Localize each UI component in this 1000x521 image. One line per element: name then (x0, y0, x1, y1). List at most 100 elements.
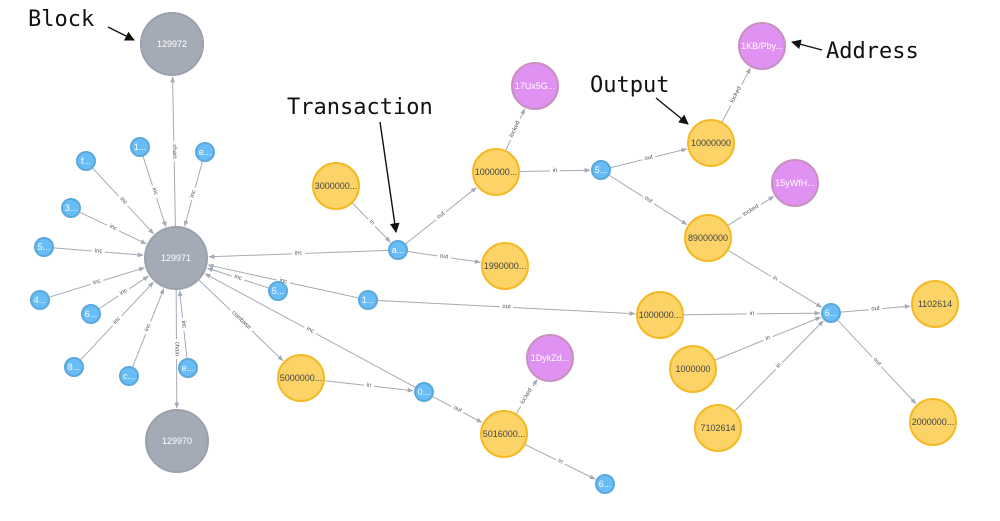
address-circle[interactable] (526, 334, 574, 382)
output-node[interactable]: 3000000... (312, 162, 360, 210)
tx-node[interactable]: c... (119, 366, 139, 386)
tx-circle[interactable] (591, 160, 611, 180)
edge-o2-t14: in (519, 166, 591, 175)
tx-node[interactable]: 6... (595, 474, 615, 494)
tx-circle[interactable] (178, 358, 198, 378)
output-circle[interactable] (684, 214, 732, 262)
output-node[interactable]: 1000000 (669, 345, 717, 393)
output-node[interactable]: 2000000... (909, 398, 957, 446)
tx-circle[interactable] (64, 357, 84, 377)
tx-node[interactable]: e... (178, 358, 198, 378)
edge-label: inc (150, 187, 158, 196)
output-node[interactable]: 10000000 (687, 119, 735, 167)
edge-o6-t17: in (683, 309, 821, 318)
block-node[interactable]: 129970 (145, 409, 209, 473)
edge-label-bg (640, 193, 656, 207)
tx-node[interactable]: a... (388, 240, 408, 260)
address-node[interactable]: 15yWfH... (771, 159, 819, 207)
tx-circle[interactable] (61, 198, 81, 218)
output-label: 5016000... (483, 429, 526, 439)
output-circle[interactable] (480, 410, 528, 458)
tx-node[interactable]: 5... (268, 281, 288, 301)
tx-circle[interactable] (30, 290, 50, 310)
output-circle[interactable] (687, 119, 735, 167)
output-node[interactable]: 1000000... (636, 291, 684, 339)
block-circle[interactable] (144, 226, 208, 290)
tx-circle[interactable] (414, 382, 434, 402)
tx-circle[interactable] (81, 304, 101, 324)
tx-circle[interactable] (268, 281, 288, 301)
tx-node[interactable]: e... (195, 142, 215, 162)
output-circle[interactable] (909, 398, 957, 446)
edge-label: out (452, 405, 462, 414)
edge-label-bg (105, 221, 121, 235)
tx-label: 5... (595, 165, 608, 175)
tx-node[interactable]: f... (76, 151, 96, 171)
edge-label-bg (116, 285, 132, 300)
edge-label: inc (118, 196, 128, 206)
address-node[interactable]: 17Ux5G... (511, 62, 559, 110)
tx-circle[interactable] (358, 290, 378, 310)
output-circle[interactable] (694, 404, 742, 452)
tx-node[interactable]: 0... (414, 382, 434, 402)
callout-address: Address (826, 39, 919, 64)
address-node[interactable]: 1KB/Pby... (738, 22, 786, 70)
tx-node[interactable]: 6... (81, 304, 101, 324)
tx-node[interactable]: 4... (30, 290, 50, 310)
tx-node[interactable]: 1... (130, 137, 150, 157)
edge-t1-b2: inc (142, 156, 167, 228)
output-circle[interactable] (472, 148, 520, 196)
tx-node[interactable]: 5... (34, 237, 54, 257)
tx-circle[interactable] (595, 474, 615, 494)
tx-node[interactable]: 1... (358, 290, 378, 310)
tx-circle[interactable] (130, 137, 150, 157)
address-node[interactable]: 1DykZd... (526, 334, 574, 382)
output-node[interactable]: 1102614 (911, 280, 959, 328)
block-label: 129971 (161, 253, 191, 263)
tx-circle[interactable] (76, 151, 96, 171)
tx-node[interactable]: 5... (591, 160, 611, 180)
tx-node[interactable]: 6... (821, 303, 841, 323)
address-circle[interactable] (738, 22, 786, 70)
output-node[interactable]: 5016000... (480, 410, 528, 458)
edge-label: out (871, 306, 880, 313)
output-node[interactable]: 1000000... (472, 148, 520, 196)
block-circle[interactable] (145, 409, 209, 473)
output-node[interactable]: 89000000 (684, 214, 732, 262)
output-node[interactable]: 1990000... (481, 242, 529, 290)
output-circle[interactable] (312, 162, 360, 210)
block-node[interactable]: 129971 (144, 226, 208, 290)
edge-label-bg (142, 320, 155, 336)
tx-node[interactable]: 3... (61, 198, 81, 218)
output-label: 3000000... (315, 181, 358, 191)
block-node[interactable]: 129972 (140, 12, 204, 76)
output-node[interactable]: 7102614 (694, 404, 742, 452)
edge-label: in (750, 311, 755, 317)
edge-o8-t17: in (734, 320, 824, 412)
edge-t5-b2: inc (53, 247, 144, 258)
output-circle[interactable] (277, 354, 325, 402)
block-circle[interactable] (140, 12, 204, 76)
callout-block: Block (28, 7, 94, 32)
address-circle[interactable] (771, 159, 819, 207)
address-circle[interactable] (511, 62, 559, 110)
edge-label-bg (641, 152, 657, 164)
output-circle[interactable] (669, 345, 717, 393)
tx-node[interactable]: 8... (64, 357, 84, 377)
tx-circle[interactable] (388, 240, 408, 260)
tx-circle[interactable] (34, 237, 54, 257)
edge-label: inc (119, 288, 129, 297)
tx-circle[interactable] (195, 142, 215, 162)
edge-label: out (872, 357, 882, 367)
tx-circle[interactable] (119, 366, 139, 386)
edge-label-bg (727, 82, 746, 108)
edge-label: inc (94, 248, 102, 255)
tx-circle[interactable] (821, 303, 841, 323)
output-node[interactable]: 5000000... (277, 354, 325, 402)
tx-label: c... (123, 371, 135, 381)
output-circle[interactable] (636, 291, 684, 339)
edge-label-bg (436, 251, 452, 262)
output-circle[interactable] (481, 242, 529, 290)
output-circle[interactable] (911, 280, 959, 328)
